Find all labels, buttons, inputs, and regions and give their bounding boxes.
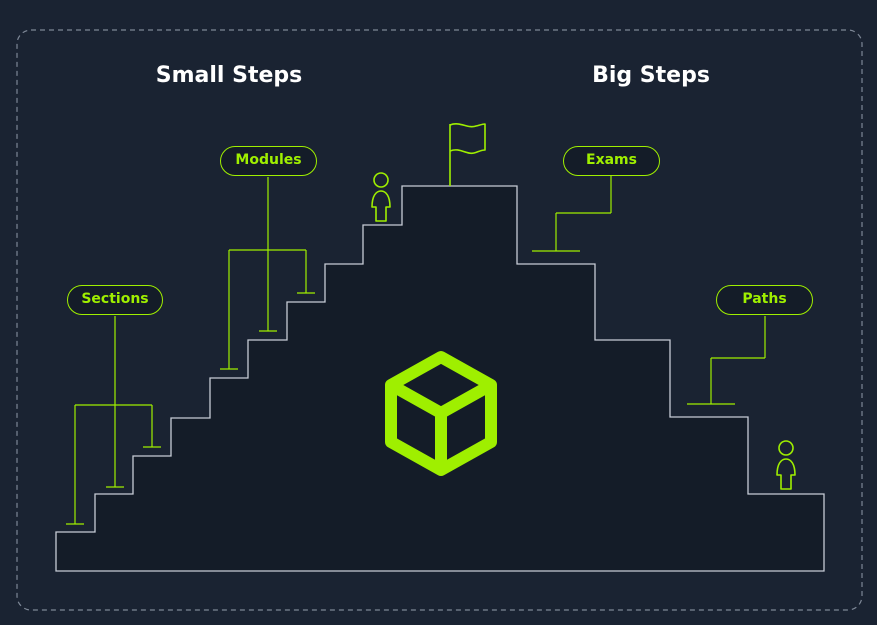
- modules-label: Modules: [220, 146, 317, 176]
- flag-icon: [449, 123, 486, 186]
- heading-big-steps: Big Steps: [592, 63, 710, 88]
- paths-label: Paths: [716, 285, 813, 315]
- staircase: [55, 185, 825, 572]
- modules-connectors: [220, 177, 315, 370]
- exams-connectors: [532, 176, 612, 252]
- exams-label: Exams: [563, 146, 660, 176]
- person-icon-top: [371, 172, 391, 222]
- paths-connectors: [687, 316, 766, 405]
- sections-connectors: [66, 316, 161, 525]
- cube-icon: [385, 351, 497, 476]
- sections-label: Sections: [67, 285, 163, 315]
- heading-small-steps: Small Steps: [155, 63, 303, 88]
- person-icon-bottom: [776, 440, 796, 490]
